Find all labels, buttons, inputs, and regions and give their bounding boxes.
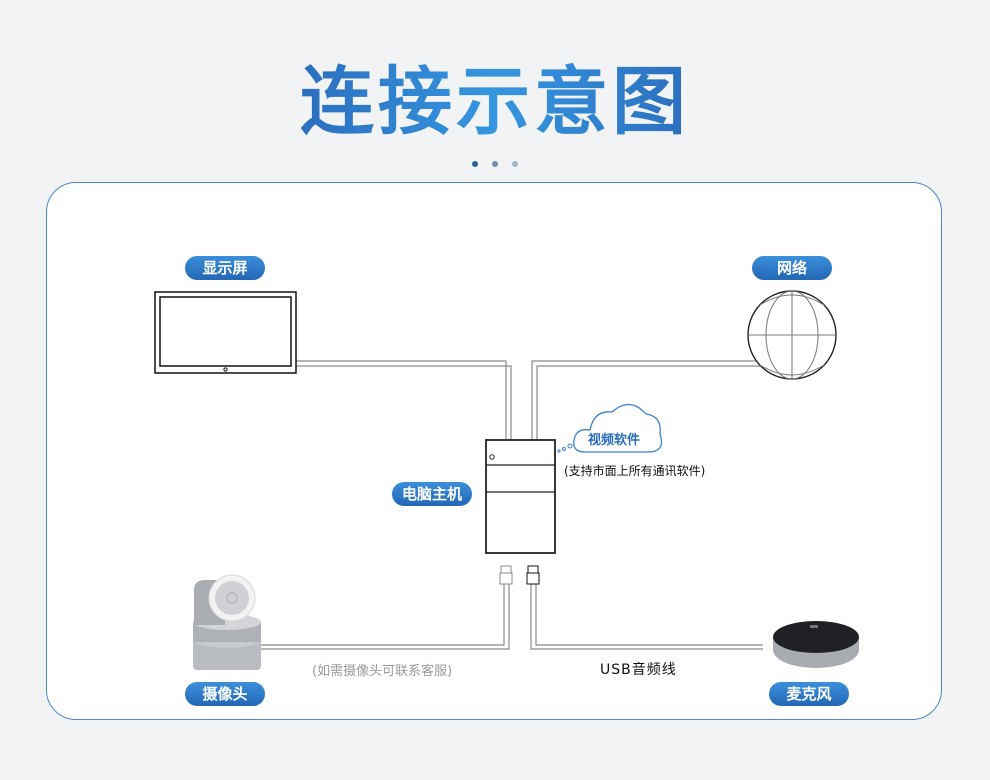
computer-tower-icon — [485, 439, 556, 554]
dot-3 — [512, 161, 518, 167]
usb-plug-microphone-icon — [526, 565, 540, 585]
cloud-label: 视频软件 — [588, 433, 641, 448]
pagination-dots — [0, 152, 990, 171]
cable-microphone — [530, 584, 763, 650]
network-label: 网络 — [752, 256, 832, 280]
cable-display — [296, 360, 512, 440]
camera-icon — [193, 574, 261, 670]
microphone-speaker-icon — [773, 621, 859, 668]
display-label: 显示屏 — [185, 256, 265, 280]
microphone-label: 麦克风 — [769, 682, 849, 706]
dot-2 — [492, 161, 498, 167]
cable-camera — [260, 584, 510, 650]
globe-icon — [747, 290, 837, 380]
page-title: 连接示意图 — [300, 59, 690, 145]
usb-audio-cable-label: USB音频线 — [600, 662, 677, 678]
monitor-icon — [154, 291, 297, 374]
dot-1 — [472, 161, 478, 167]
camera-cable-note: (如需摄像头可联系客服) — [312, 664, 453, 679]
computer-label: 电脑主机 — [392, 482, 472, 506]
cloud-icon — [557, 403, 663, 453]
software-support-note: (支持市面上所有通讯软件) — [564, 464, 706, 478]
camera-label: 摄像头 — [185, 682, 265, 706]
cable-network — [531, 360, 763, 440]
usb-plug-camera-icon — [499, 565, 513, 585]
